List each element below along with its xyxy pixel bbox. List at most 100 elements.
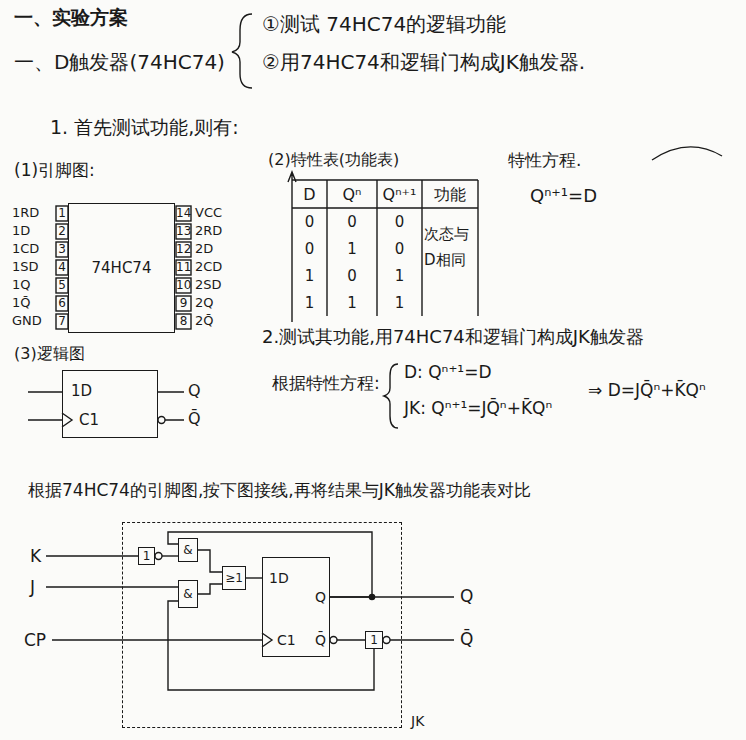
equation-text: Qⁿ⁺¹=D — [530, 185, 597, 207]
pin-box — [176, 224, 191, 239]
wire — [28, 392, 184, 420]
table-grid — [292, 180, 478, 316]
node-text: Q̄ — [315, 632, 326, 649]
inversion-bubble — [155, 553, 162, 560]
table-cell: 1 — [377, 267, 422, 285]
flipflop-symbol: 1DC1 — [62, 370, 158, 438]
pin-label: 1SD — [12, 259, 39, 275]
signal-name: J — [30, 577, 35, 597]
pin-label: 10 — [176, 278, 191, 292]
table-cell: 0 — [377, 213, 422, 231]
table-cell: 0 — [292, 213, 327, 231]
pin-label: 2CD — [195, 259, 222, 275]
node-text: & — [183, 544, 192, 556]
or-gate: ≥1 — [222, 566, 246, 590]
not-gate: 1 — [138, 547, 155, 565]
pin-label: 2Q — [195, 295, 214, 311]
pin-box — [56, 314, 68, 329]
pin-label: 2SD — [195, 277, 222, 293]
pin-box — [176, 206, 191, 221]
signal-name: K — [30, 546, 41, 566]
pin-box — [176, 296, 191, 311]
heading: 一、实验方案 — [14, 6, 128, 29]
d-flipflop: 1D Q C1 Q̄ — [262, 557, 330, 657]
table-cell: 1 — [292, 267, 327, 285]
chip-body: 74HC74 — [68, 203, 175, 333]
pin-box — [56, 278, 68, 293]
pin-label: 1Q — [12, 277, 31, 293]
note-text: (1)引脚图: — [14, 160, 95, 180]
note-text: ②用74HC74和逻辑门构成JK触发器. — [262, 50, 585, 74]
wire-connector — [246, 577, 262, 578]
pin-label: 1D — [12, 223, 30, 239]
table-cell: D — [292, 185, 327, 204]
note-text: ①测试 74HC74的逻辑功能 — [262, 12, 506, 36]
pin-label: 1RD — [12, 205, 39, 221]
node-text: 1D — [269, 570, 289, 587]
inversion-bubble — [383, 637, 390, 644]
table-cell: 0 — [377, 240, 422, 258]
pin-box — [56, 260, 68, 275]
pin-label: 7 — [56, 314, 68, 328]
node-text: JK — [411, 713, 424, 730]
signal-name: Q̄ — [188, 409, 201, 428]
table-cell: 功能 — [422, 185, 478, 204]
wire-connector — [168, 601, 374, 690]
pin-box — [176, 278, 191, 293]
inversion-bubble — [158, 417, 165, 424]
table-cell: 1 — [377, 294, 422, 312]
note-text: 根据74HC74的引脚图,按下图接线,再将结果与JK触发器功能表对比 — [28, 480, 531, 500]
and-gate: & — [178, 580, 198, 608]
pin-label: 12 — [176, 242, 191, 256]
pin-label: 8 — [176, 314, 191, 328]
table-cell: 0 — [292, 240, 327, 258]
pen-stroke — [652, 147, 722, 160]
note-text: 1. 首先测试功能,则有: — [50, 116, 239, 139]
pin-box — [176, 260, 191, 275]
table-cell: Qⁿ — [327, 185, 377, 204]
note-text: (2)特性表(功能表) — [268, 150, 399, 169]
table-axis — [288, 172, 296, 322]
dashed-boundary: JK1&&≥11DQC1Q̄1 — [122, 522, 402, 728]
wire-connector — [198, 584, 222, 594]
node-text: 74HC74 — [92, 261, 152, 276]
pin-label: 14 — [176, 206, 191, 220]
pin-label: GND — [12, 313, 42, 329]
pin-box — [56, 206, 68, 221]
signal-name: Q̄ — [460, 629, 473, 649]
node-text: ≥1 — [225, 572, 243, 584]
inversion-bubble — [330, 637, 337, 644]
pin-label: 1Q̄ — [12, 295, 31, 311]
pin-label: 13 — [176, 224, 191, 238]
node-text: & — [183, 588, 192, 600]
pin-label: 11 — [176, 260, 191, 274]
pin-label: 2 — [56, 224, 68, 238]
pin-label: 2D — [195, 241, 213, 257]
node-text: C1 — [79, 411, 99, 429]
node-text: C1 — [277, 632, 296, 649]
pin-label: VCC — [195, 205, 222, 221]
pin-box — [176, 242, 191, 257]
equation-text: JK: Qⁿ⁺¹=JQ̄ⁿ+K̄Qⁿ — [404, 398, 552, 418]
and-gate: & — [178, 538, 198, 562]
equation-text: D: Qⁿ⁺¹=D — [404, 362, 492, 382]
pin-label: 6 — [56, 296, 68, 310]
note-text: 一、D触发器(74HC74) — [14, 50, 225, 74]
pin-label: 2RD — [195, 223, 222, 239]
clock-symbol — [262, 633, 272, 647]
signal-name: CP — [24, 630, 46, 650]
equation-text: ⇒ D=JQ̄ⁿ+K̄Qⁿ — [588, 380, 706, 400]
brace — [384, 364, 398, 428]
node-text: 1 — [370, 634, 378, 646]
table-cell: 1 — [327, 294, 377, 312]
node-text: Q — [315, 589, 326, 606]
signal-name: Q — [188, 381, 201, 400]
pin-label: 5 — [56, 278, 68, 292]
buffer-gate: 1 — [365, 631, 383, 649]
table-cell: 0 — [327, 213, 377, 231]
note-text: 特性方程. — [508, 150, 581, 170]
pin-label: 1CD — [12, 241, 39, 257]
wire — [46, 556, 454, 640]
pin-label: 3 — [56, 242, 68, 256]
pin-box — [176, 314, 191, 329]
